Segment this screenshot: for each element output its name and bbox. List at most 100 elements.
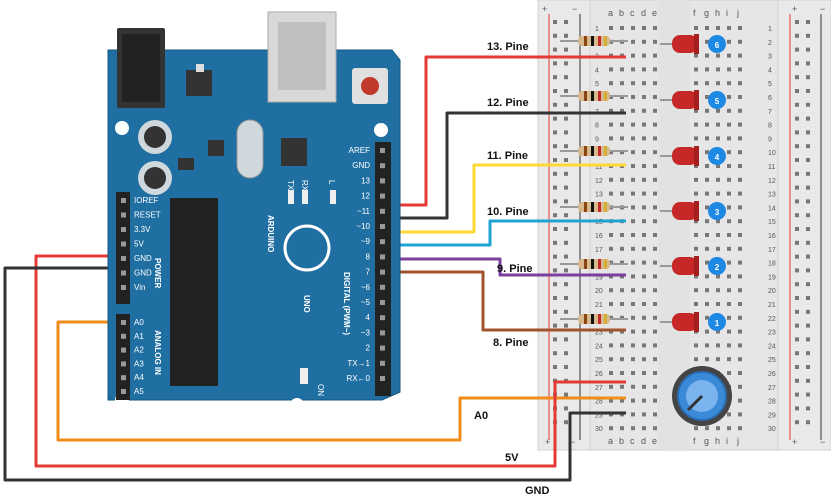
column-letter: c: [630, 436, 635, 446]
column-letter: b: [619, 8, 624, 18]
rail-minus-bottom-right: −: [820, 437, 825, 447]
wire-pin12: [385, 111, 626, 220]
row-number: 28: [595, 399, 603, 406]
label-pin13: 13. Pine: [487, 41, 529, 53]
row-number: 3: [768, 54, 772, 61]
led-label-l: L: [327, 180, 336, 185]
digital-pin-label: ~10: [356, 222, 370, 231]
digital-pin-label: 13: [361, 176, 370, 185]
arduino-model-label: UNO: [302, 295, 311, 313]
row-number: 4: [595, 67, 599, 74]
led-label-tx: TX: [286, 180, 295, 191]
led-number-badge: 6: [715, 41, 720, 50]
row-number: 26: [768, 371, 776, 378]
wire-pin13: [385, 55, 626, 207]
analog-pin-label: A0: [134, 318, 144, 327]
column-letter: a: [608, 436, 613, 446]
column-letter: e: [652, 8, 657, 18]
row-number: 21: [768, 302, 776, 309]
row-number: 10: [768, 150, 776, 157]
row-number: 17: [595, 247, 603, 254]
breadboard: + − + − + − + − 112233445566778899101011…: [537, 0, 831, 451]
row-number: 12: [595, 178, 603, 185]
wires: [3, 55, 626, 482]
digital-pin-label: GND: [352, 161, 370, 170]
resistor: [560, 91, 628, 101]
rail-plus-bottom-right: +: [792, 437, 797, 447]
row-number: 19: [595, 274, 603, 281]
row-number: 27: [768, 385, 776, 392]
power-pin-label: IOREF: [134, 196, 159, 205]
row-number: 25: [595, 357, 603, 364]
column-letter: g: [704, 8, 709, 18]
column-letter: a: [608, 8, 613, 18]
analog-pin-label: A2: [134, 346, 144, 355]
digital-pin-label: ~11: [357, 207, 371, 216]
led-label-rx: RX: [300, 180, 309, 192]
wire-a0: [56, 320, 626, 442]
rail-plus-bottom-left: +: [545, 437, 550, 447]
row-number: 29: [595, 412, 603, 419]
digital-pin-label: 8: [366, 252, 371, 261]
column-letter: h: [715, 436, 720, 446]
label-a0: A0: [474, 410, 488, 422]
column-letter: i: [726, 8, 728, 18]
column-letter: f: [693, 8, 696, 18]
led-number-badge: 3: [715, 208, 720, 217]
label-pin9: 9. Pine: [497, 263, 532, 275]
analog-pin-label: A4: [134, 373, 144, 382]
row-number: 4: [768, 67, 772, 74]
column-letter: i: [726, 436, 728, 446]
row-number: 30: [768, 426, 776, 433]
label-5v: 5V: [505, 452, 519, 464]
row-number: 16: [768, 233, 776, 240]
wire-pin10: [385, 219, 626, 247]
row-number: 28: [768, 399, 776, 406]
wire-gnd: [3, 266, 626, 482]
rail-plus-top-right: +: [792, 4, 797, 14]
led-number-badge: 4: [715, 153, 720, 162]
power-pin-label: GND: [134, 254, 152, 263]
row-number: 1: [768, 26, 772, 33]
label-pin10: 10. Pine: [487, 206, 529, 218]
resistor: [560, 202, 628, 212]
row-number: 1: [595, 26, 599, 33]
rail-plus-top-left: +: [542, 4, 547, 14]
led-4: 4: [660, 146, 726, 166]
row-number: 27: [595, 385, 603, 392]
row-number: 14: [768, 205, 776, 212]
row-number: 9: [768, 136, 772, 143]
label-pin12: 12. Pine: [487, 97, 529, 109]
digital-pin-label: ~9: [361, 237, 371, 246]
arduino-brand-label: ARDUINO: [266, 215, 275, 252]
power-pin-label: 3.3V: [134, 225, 151, 234]
row-number: 30: [595, 426, 603, 433]
column-letter: d: [641, 8, 646, 18]
analog-header-label: ANALOG IN: [153, 330, 162, 375]
row-number: 11: [595, 164, 602, 171]
led-3: 3: [660, 201, 726, 221]
on-led-label: ON: [316, 384, 325, 396]
row-number: 29: [768, 412, 776, 419]
row-number: 17: [768, 247, 776, 254]
row-number: 12: [768, 178, 776, 185]
row-number: 18: [768, 261, 776, 268]
label-pin11: 11. Pine: [487, 150, 528, 162]
analog-pin-label: A1: [134, 332, 144, 341]
column-letter: b: [619, 436, 624, 446]
row-number: 8: [768, 123, 772, 130]
row-number: 22: [768, 316, 776, 323]
power-pin-label: 5V: [134, 240, 144, 249]
digital-pin-label: 7: [366, 268, 371, 277]
column-letter: f: [693, 436, 696, 446]
led-number-badge: 2: [715, 263, 720, 272]
digital-pin-label: TX→1: [347, 359, 370, 368]
row-number: 2: [768, 40, 772, 47]
row-number: 9: [595, 136, 599, 143]
resistor: [560, 146, 628, 156]
row-number: 11: [768, 164, 775, 171]
row-number: 19: [768, 274, 776, 281]
rail-minus-top-left: −: [572, 4, 577, 14]
row-number: 24: [595, 343, 603, 350]
